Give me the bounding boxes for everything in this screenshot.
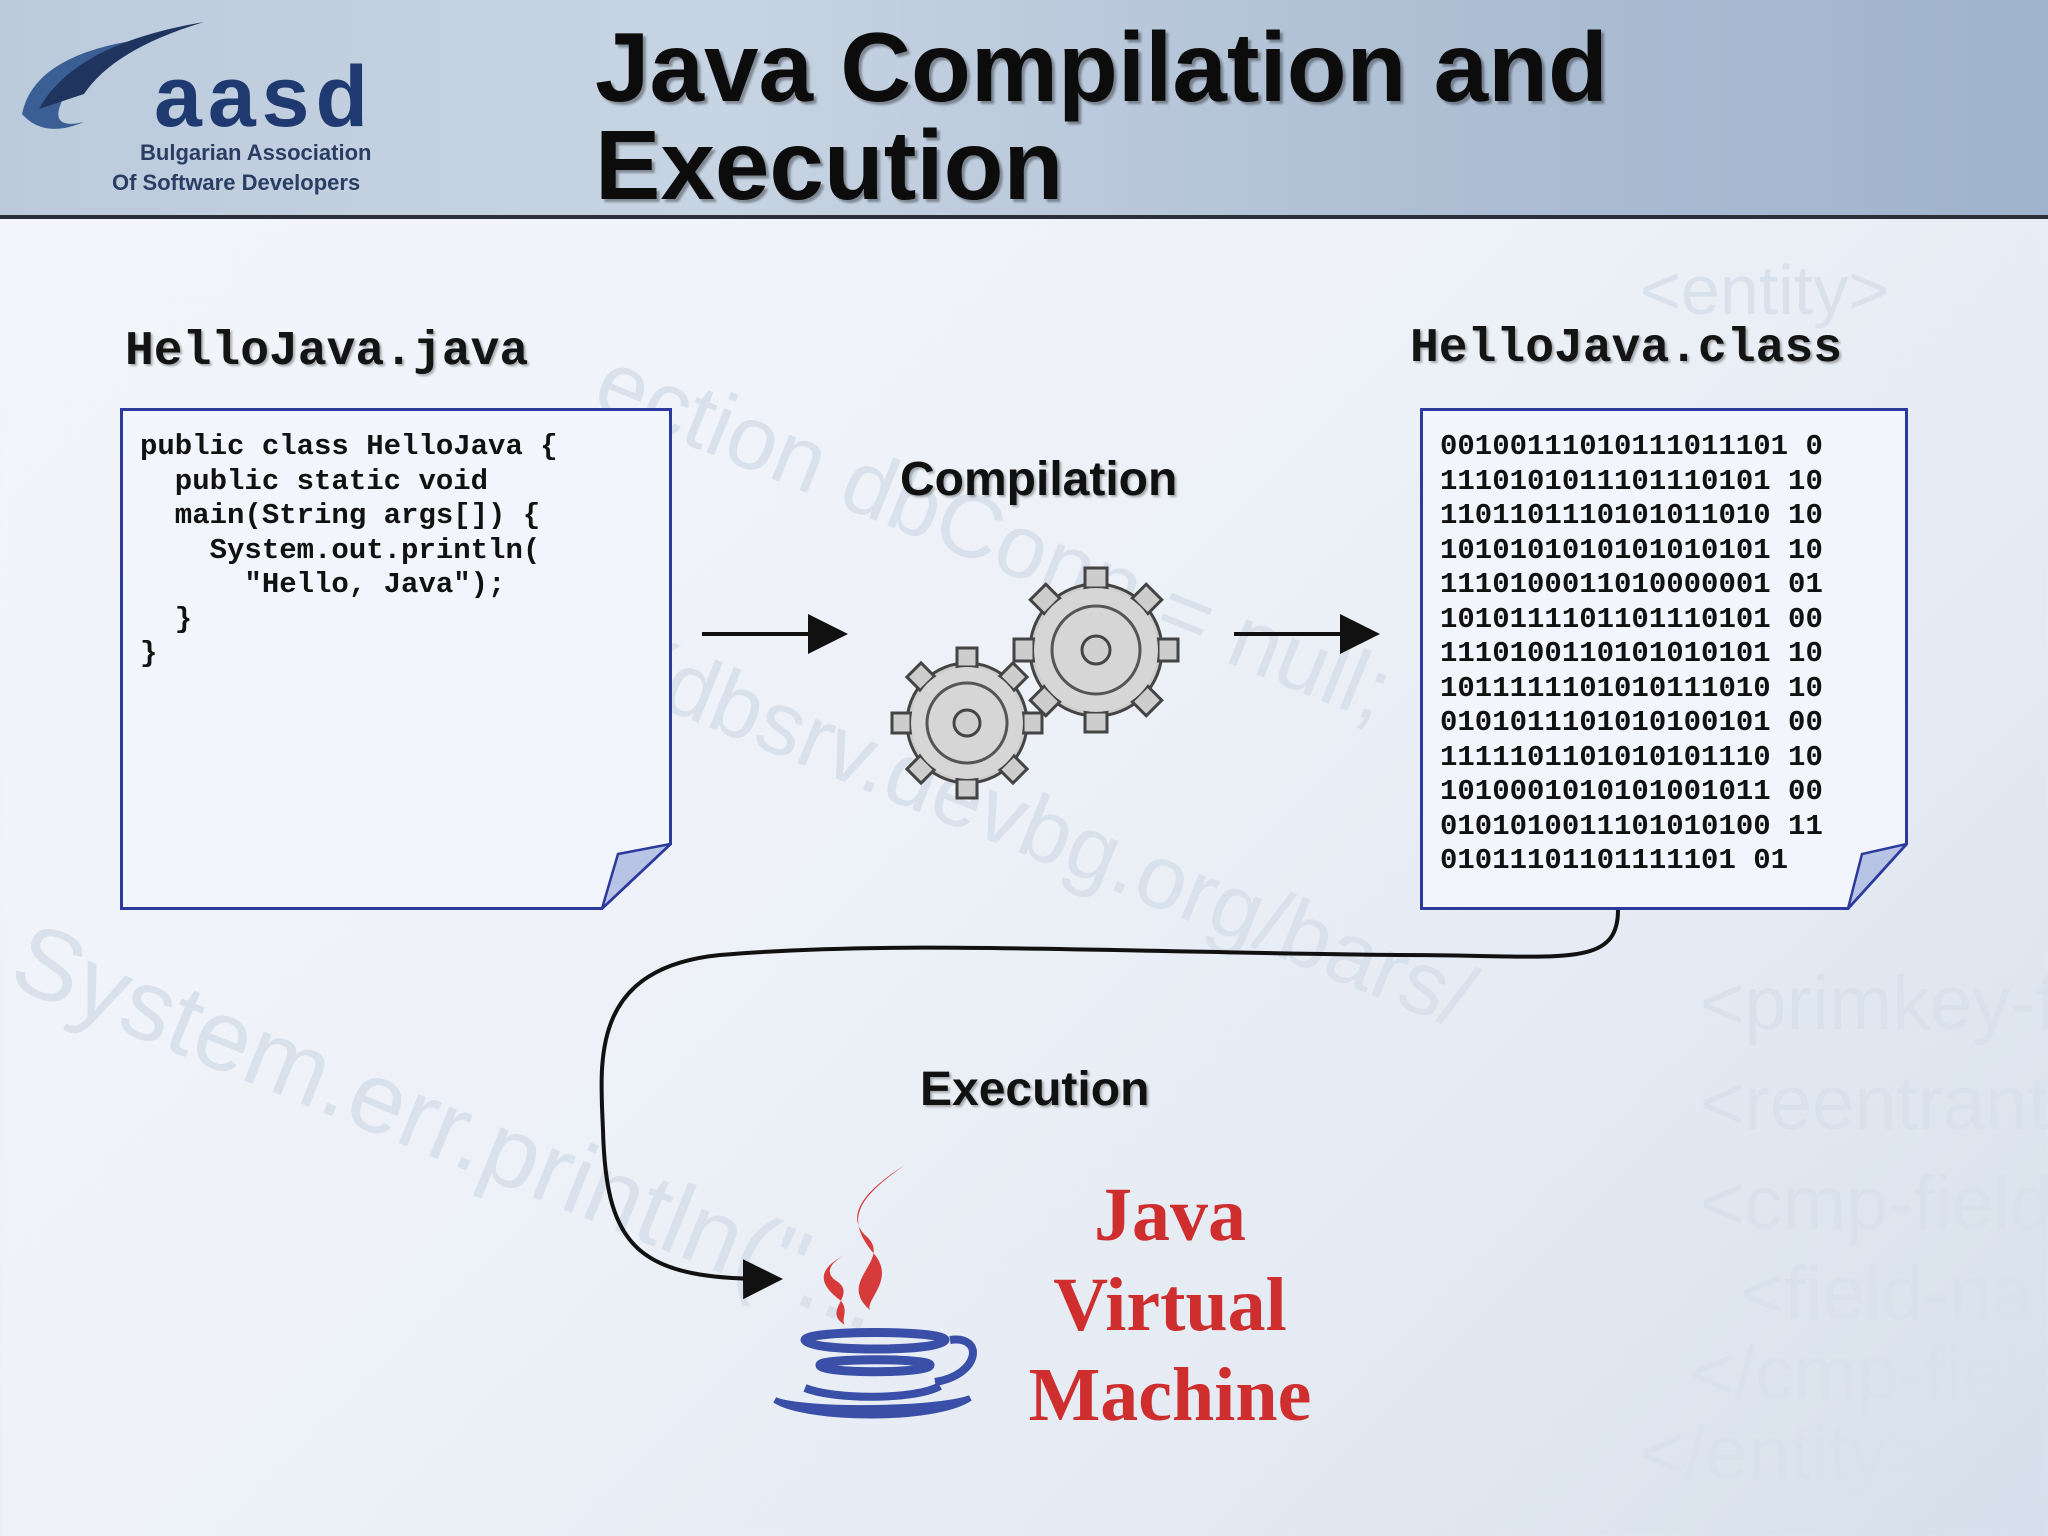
- code-line: "Hello, Java");: [140, 568, 506, 601]
- logo-subtitle-line1: Bulgarian Association: [140, 140, 372, 165]
- binary-line: 1101101110101011010 10: [1440, 499, 1823, 532]
- jvm-line1: Java: [1094, 1173, 1246, 1257]
- execution-label: Execution: [920, 1063, 1150, 1116]
- java-coffee-cup-icon: [773, 1165, 977, 1419]
- gears-icon: [890, 566, 1180, 800]
- background-watermark: <entity>: [1640, 251, 1890, 329]
- code-line: public static void: [140, 464, 489, 498]
- background-watermark: <reentrant>: [1700, 1061, 2048, 1146]
- jvm-title: Java Virtual Machine: [1010, 1170, 1330, 1440]
- binary-line: 1111101101010101110 10: [1440, 740, 1823, 774]
- source-code: public class HelloJava { public static v…: [140, 430, 558, 672]
- document-page-shape: [120, 408, 672, 910]
- binary-line: 01011101101111101 01: [1440, 844, 1789, 877]
- binary-line: 1110100110101010101 10: [1440, 637, 1823, 670]
- binary-line: 1010101010101010101 10: [1440, 533, 1823, 567]
- background-watermark: <primkey-fi: [1700, 961, 2048, 1046]
- binary-line: 0101010011101010100 11: [1440, 809, 1823, 843]
- class-file-document: 00100111010111011101 0 11101010111011101…: [1420, 408, 1908, 910]
- document-page-shape: [1420, 408, 1908, 910]
- binary-line: 0101011101010100101 00: [1440, 706, 1823, 739]
- background-watermark: </cmp-field: [1690, 1331, 2048, 1416]
- source-file-label: HelloJava.java: [125, 325, 529, 379]
- background-watermark: </entity>: [1640, 1411, 1932, 1496]
- code-line: main(String args[]) {: [140, 499, 541, 532]
- jvm-line2: Virtual: [1053, 1263, 1287, 1347]
- binary-line: 1010111101101110101 00: [1440, 602, 1823, 636]
- background-watermark: <field-na: [1740, 1251, 2034, 1336]
- code-line: }: [140, 602, 193, 636]
- title-line2: Execution: [595, 110, 1064, 220]
- compilation-label: Compilation: [900, 453, 1178, 506]
- svg-text:aasd: aasd: [154, 49, 374, 145]
- binary-line: 1010001010101001011 00: [1440, 775, 1823, 808]
- logo-subtitle-line2: Of Software Developers: [112, 170, 361, 195]
- slide-title: Java Compilation and Execution: [595, 18, 1795, 214]
- source-code-document: public class HelloJava { public static v…: [120, 408, 672, 910]
- binary-line: 00100111010111011101 0: [1440, 430, 1823, 463]
- binary-line: 1011111101010111010 10: [1440, 671, 1823, 705]
- binary-line: 1110101011101110101 10: [1440, 464, 1823, 498]
- aasd-logo: aasd: [22, 22, 374, 145]
- background-watermark: <cmp-field: [1700, 1161, 2048, 1246]
- code-line: public class HelloJava {: [140, 430, 558, 463]
- code-line: }: [140, 637, 158, 670]
- arrow-to-jvm: [599, 909, 1620, 1300]
- binary-line: 1110100011010000001 01: [1440, 568, 1823, 601]
- title-line1: Java Compilation and: [595, 12, 1608, 122]
- class-file-label: HelloJava.class: [1410, 322, 1843, 376]
- slide-header: aasd Bulgarian Association Of Software D…: [0, 0, 2048, 219]
- code-line: System.out.println(: [140, 533, 541, 567]
- jvm-line3: Machine: [1028, 1353, 1312, 1437]
- bytecode-binary: 00100111010111011101 0 11101010111011101…: [1440, 430, 1823, 879]
